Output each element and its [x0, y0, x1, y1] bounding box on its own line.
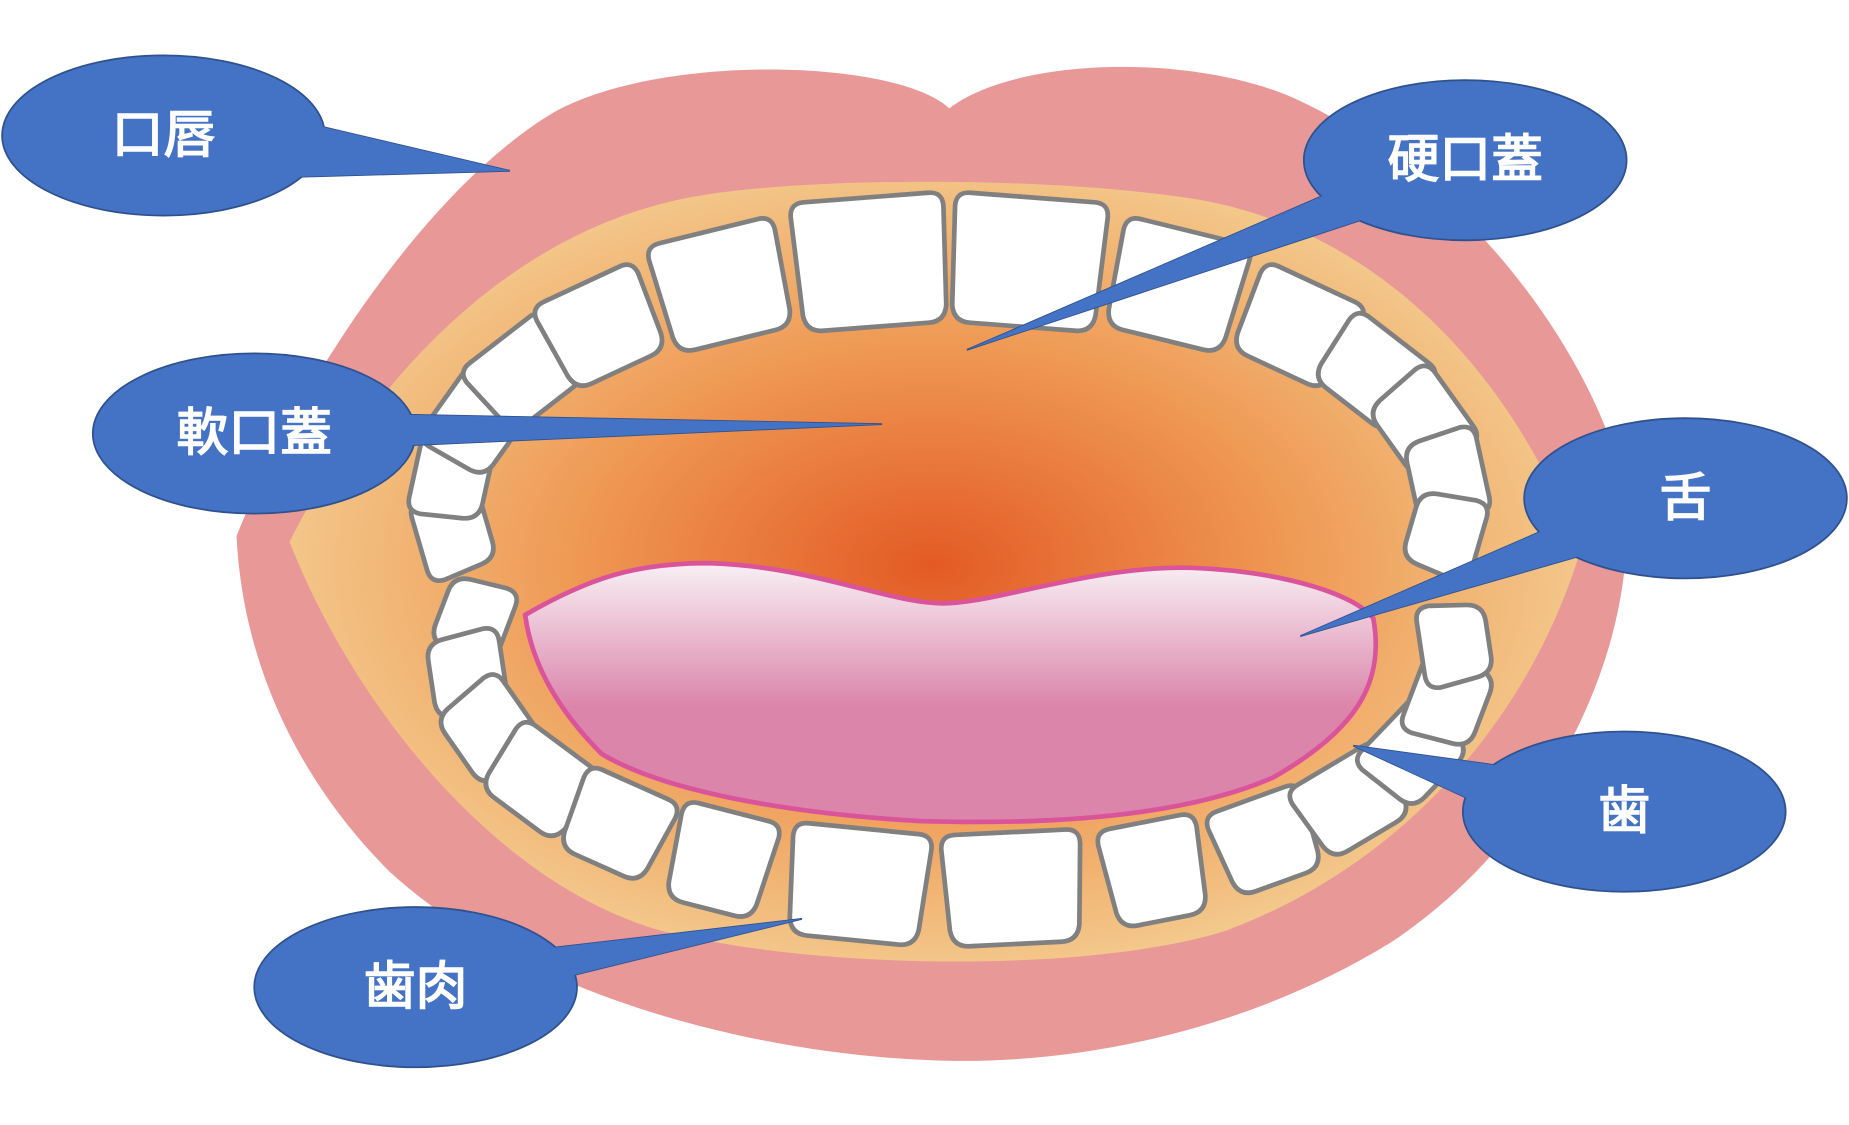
- tooth: [1204, 783, 1321, 896]
- label-hard-palate: 硬口蓋: [1387, 130, 1543, 190]
- callout-gums: 歯肉: [253, 906, 803, 1069]
- callout-teeth: 歯: [1352, 730, 1787, 893]
- callout-soft-palate: 軟口蓋: [91, 352, 883, 515]
- tooth: [788, 190, 949, 334]
- upper-teeth: [406, 190, 1493, 584]
- tooth: [646, 216, 793, 353]
- tooth: [938, 827, 1083, 949]
- tongue: [522, 560, 1379, 825]
- label-lips: 口唇: [112, 105, 216, 165]
- label-gums: 歯肉: [364, 957, 468, 1017]
- label-teeth: 歯: [1598, 782, 1650, 842]
- tooth: [1095, 812, 1208, 929]
- tooth: [561, 765, 680, 881]
- tooth: [949, 190, 1111, 334]
- callout-hard-palate: 硬口蓋: [966, 79, 1628, 351]
- label-soft-palate: 軟口蓋: [176, 404, 332, 464]
- tooth: [1402, 491, 1490, 584]
- tooth: [666, 800, 782, 919]
- callout-lips: 口唇: [1, 54, 511, 217]
- tooth: [1414, 602, 1494, 691]
- tooth: [532, 262, 665, 388]
- lower-teeth: [425, 576, 1494, 949]
- callout-tongue: 舌: [1299, 417, 1848, 637]
- tooth: [787, 820, 934, 948]
- label-tongue: 舌: [1660, 468, 1712, 528]
